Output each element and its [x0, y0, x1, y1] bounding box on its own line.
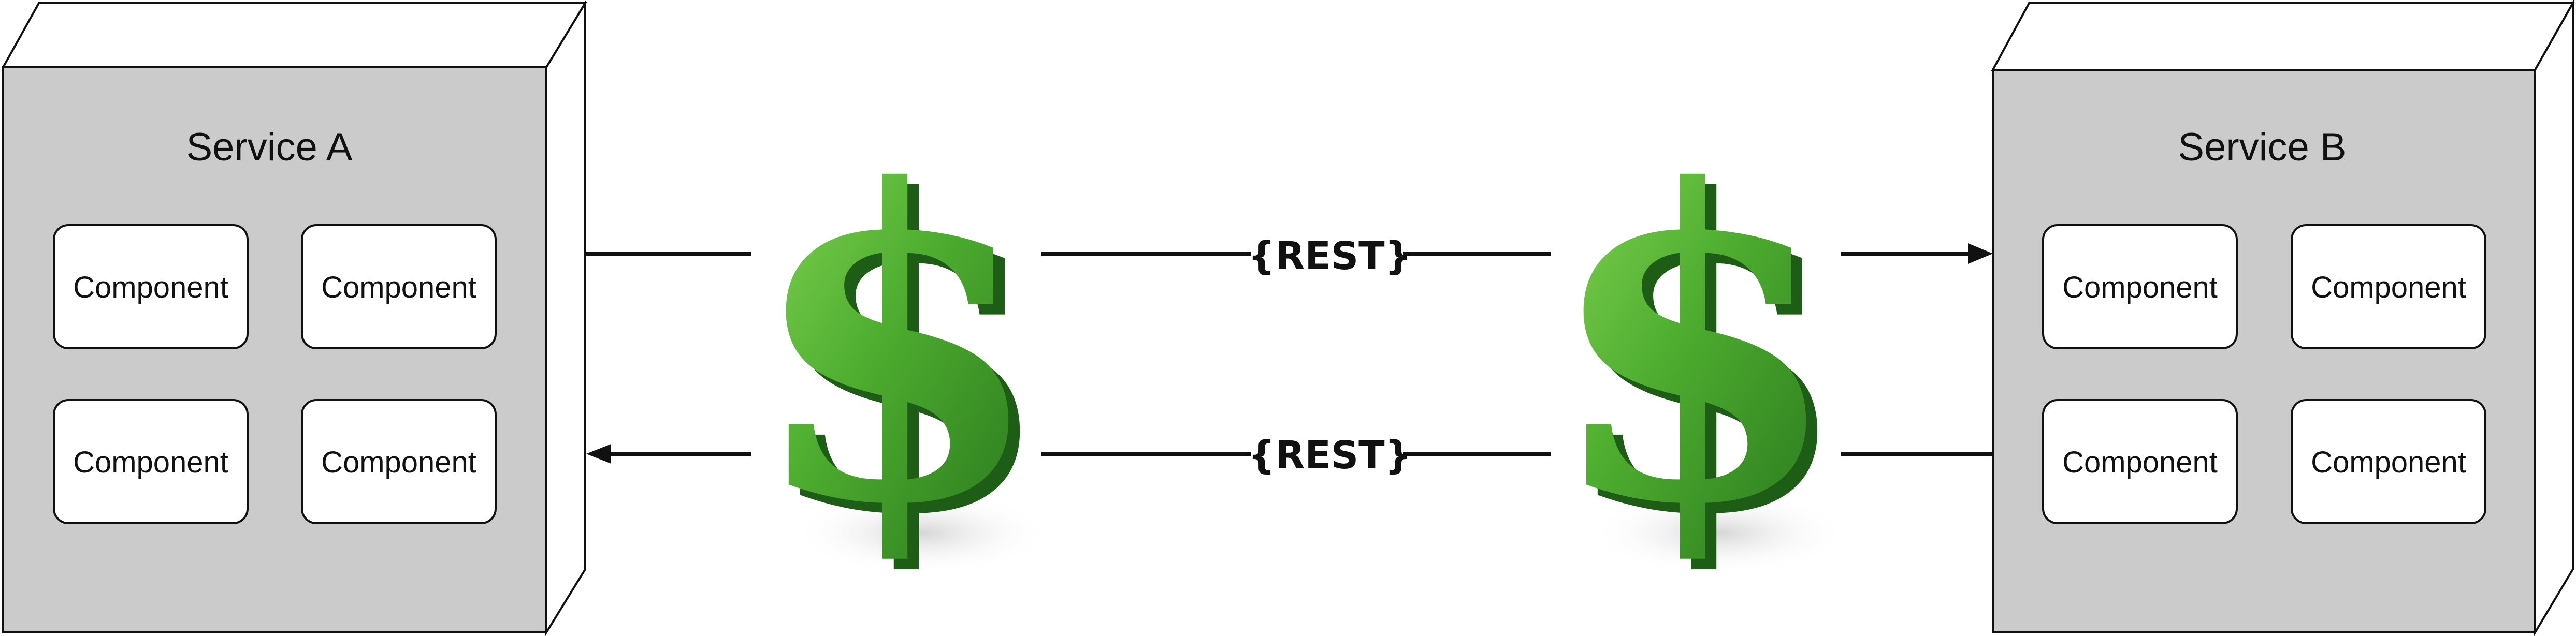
- service-b-box-top: [1991, 2, 2575, 71]
- dollar-shadow: [792, 492, 1051, 574]
- service-b-box-front: [1992, 69, 2536, 633]
- service-a-box-top: [1, 2, 587, 68]
- rest-label-top: {REST}: [1248, 234, 1412, 278]
- component-label: Component: [2062, 271, 2218, 304]
- service-a-box-side: [545, 0, 586, 636]
- dollar-shadow: [1590, 492, 1849, 574]
- service-a-box-front: [2, 66, 547, 633]
- component-box: [2291, 399, 2486, 524]
- component-box: [2042, 224, 2238, 349]
- component-label: Component: [2062, 446, 2218, 479]
- component-label: Component: [73, 271, 228, 304]
- component-label: Component: [2311, 271, 2466, 304]
- component-label: Component: [321, 446, 476, 479]
- component-box: [301, 399, 497, 524]
- rest-label-bottom: {REST}: [1248, 433, 1412, 478]
- component-label: Component: [73, 446, 228, 479]
- arrowhead-right: [1968, 243, 1993, 264]
- component-box: [2042, 399, 2238, 524]
- dollar-glyph-depth: $: [1557, 109, 1853, 608]
- connection-top: [585, 243, 1993, 264]
- dollar-glyph-depth: $: [760, 109, 1055, 608]
- component-box: [53, 224, 249, 349]
- service-a: Service A Component Component Component …: [1, 0, 587, 636]
- arrowhead-left: [586, 444, 611, 464]
- component-box: [301, 224, 497, 349]
- service-b-box-side: [2534, 0, 2574, 636]
- component-box: [53, 399, 249, 524]
- dollar-icon: $ $: [748, 99, 1055, 608]
- component-label: Component: [321, 271, 476, 304]
- dollar-glyph: $: [1546, 99, 1842, 597]
- connection-bottom: [586, 444, 1993, 464]
- dollar-glyph: $: [748, 99, 1044, 597]
- service-b: Service B Component Component Component …: [1991, 0, 2575, 636]
- component-label: Component: [2311, 446, 2466, 479]
- service-b-title: Service B: [2178, 125, 2346, 169]
- service-a-title: Service A: [186, 125, 352, 169]
- dollar-icon: $ $: [1546, 99, 1853, 608]
- component-box: [2291, 224, 2486, 349]
